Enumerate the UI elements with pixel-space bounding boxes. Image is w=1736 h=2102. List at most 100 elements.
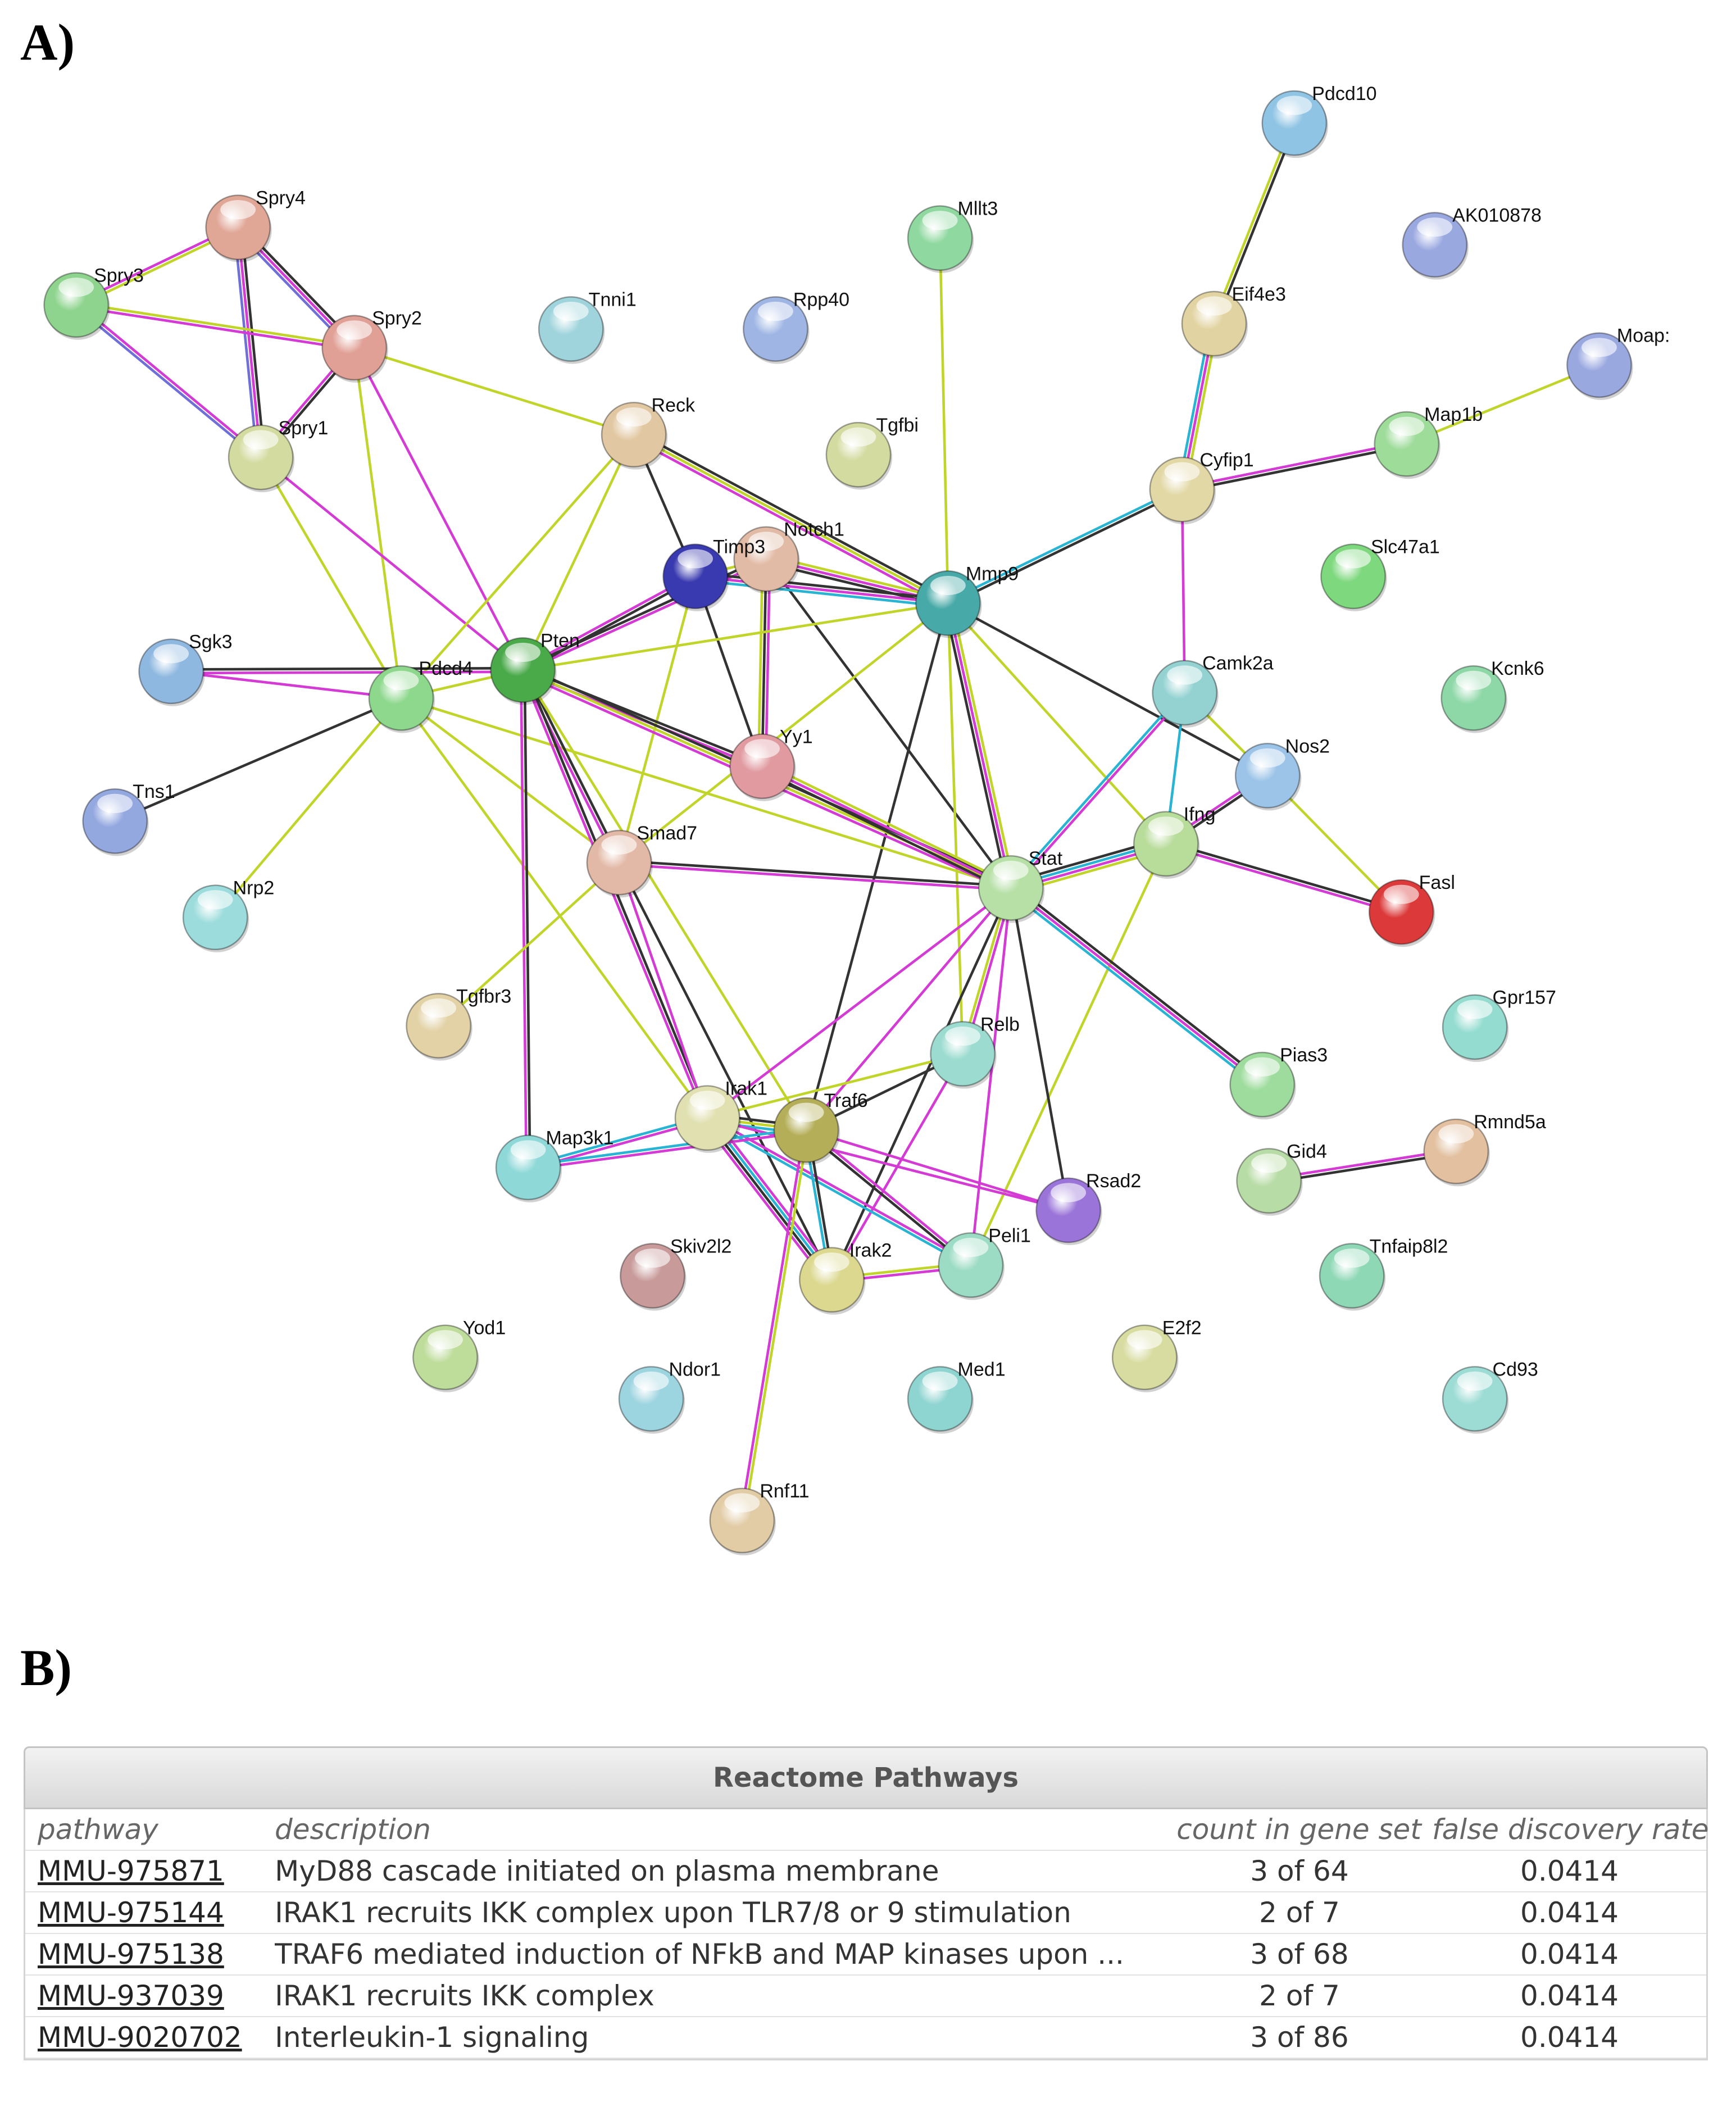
node-smad7[interactable]: Smad7 bbox=[586, 823, 697, 898]
edge-Reck-Pten bbox=[521, 434, 635, 671]
node-highlight bbox=[220, 200, 256, 220]
node-irak1[interactable]: Irak1 bbox=[674, 1078, 767, 1153]
node-pdcd4[interactable]: Pdcd4 bbox=[368, 658, 473, 733]
node-cyfip1[interactable]: Cyfip1 bbox=[1149, 450, 1254, 525]
node-stat[interactable]: Stat bbox=[978, 848, 1063, 923]
node-nos2[interactable]: Nos2 bbox=[1234, 736, 1330, 811]
edge-line bbox=[619, 859, 1011, 888]
edge-line bbox=[353, 347, 403, 698]
edge-line bbox=[947, 602, 1269, 777]
edge-Spry3-Spry1 bbox=[74, 302, 263, 460]
node-pias3[interactable]: Pias3 bbox=[1229, 1045, 1328, 1120]
edge-Mllt3-Mmp9 bbox=[938, 238, 949, 603]
edge-Mmp9-Traf6 bbox=[805, 602, 949, 1131]
node-relb[interactable]: Relb bbox=[930, 1014, 1020, 1089]
node-pten[interactable]: Pten bbox=[490, 630, 580, 705]
pathway-link[interactable]: MMU-975871 bbox=[38, 1855, 224, 1887]
node-highlight bbox=[1196, 296, 1232, 316]
node-rnf11[interactable]: Rnf11 bbox=[709, 1481, 810, 1556]
node-label: Sgk3 bbox=[189, 632, 233, 653]
node-ndor1[interactable]: Ndor1 bbox=[618, 1359, 721, 1434]
node-eif4e3[interactable]: Eif4e3 bbox=[1181, 284, 1286, 359]
node-highlight bbox=[510, 1140, 546, 1160]
edge-line bbox=[764, 559, 771, 766]
node-rmnd5a[interactable]: Rmnd5a bbox=[1423, 1111, 1546, 1187]
node-yy1[interactable]: Yy1 bbox=[729, 727, 813, 801]
node-tnfaip8l2[interactable]: Tnfaip8l2 bbox=[1319, 1236, 1448, 1311]
node-label: Kcnk6 bbox=[1491, 658, 1544, 679]
node-highlight bbox=[1148, 816, 1184, 836]
node-skiv2l2[interactable]: Skiv2l2 bbox=[620, 1236, 731, 1311]
node-med1[interactable]: Med1 bbox=[907, 1359, 1006, 1434]
edge-line bbox=[1011, 693, 1187, 891]
node-label: Tns1 bbox=[133, 781, 175, 802]
pathway-link[interactable]: MMU-975144 bbox=[38, 1896, 224, 1929]
node-label: Irak2 bbox=[849, 1240, 892, 1261]
edge-line bbox=[260, 456, 524, 671]
edge-Pdcd4-Irak1 bbox=[400, 697, 708, 1119]
node-tgfbi[interactable]: Tgfbi bbox=[825, 415, 919, 490]
edge-line bbox=[521, 573, 696, 670]
node-spry2[interactable]: Spry2 bbox=[321, 308, 422, 383]
node-moap[interactable]: Moap: bbox=[1566, 325, 1670, 400]
pathway-link[interactable]: MMU-975138 bbox=[38, 1938, 224, 1971]
node-gid4[interactable]: Gid4 bbox=[1236, 1141, 1327, 1216]
node-nrp2[interactable]: Nrp2 bbox=[182, 878, 274, 952]
node-notch1[interactable]: Notch1 bbox=[733, 519, 844, 594]
pathway-description: IRAK1 recruits IKK complex bbox=[275, 1980, 655, 2012]
edge-line bbox=[1181, 441, 1407, 489]
table-row: MMU-975138 TRAF6 mediated induction of N… bbox=[25, 1934, 1706, 1976]
node-traf6[interactable]: Traf6 bbox=[773, 1090, 868, 1165]
node-highlight bbox=[724, 1493, 760, 1513]
node-tnni1[interactable]: Tnni1 bbox=[538, 289, 637, 364]
node-camk2a[interactable]: Camk2a bbox=[1152, 653, 1274, 728]
node-ak010878[interactable]: AK010878 bbox=[1402, 205, 1542, 280]
node-label: Spry4 bbox=[256, 187, 306, 208]
node-cd93[interactable]: Cd93 bbox=[1442, 1359, 1538, 1434]
node-peli1[interactable]: Peli1 bbox=[938, 1225, 1031, 1300]
edge-Traf6-Map3k1 bbox=[528, 1127, 807, 1171]
node-pdcd10[interactable]: Pdcd10 bbox=[1261, 83, 1377, 158]
node-rpp40[interactable]: Rpp40 bbox=[743, 289, 849, 364]
edge-Stat-Pias3 bbox=[1007, 884, 1266, 1089]
edge-line bbox=[946, 487, 1182, 603]
node-map1b[interactable]: Map1b bbox=[1374, 404, 1483, 479]
node-mllt3[interactable]: Mllt3 bbox=[907, 198, 998, 273]
edge-line bbox=[631, 437, 947, 608]
pathway-link[interactable]: MMU-9020702 bbox=[38, 2021, 242, 2054]
node-rsad2[interactable]: Rsad2 bbox=[1035, 1170, 1142, 1246]
node-yod1[interactable]: Yod1 bbox=[412, 1318, 506, 1392]
node-gpr157[interactable]: Gpr157 bbox=[1442, 987, 1556, 1062]
edge-line bbox=[353, 347, 524, 671]
edge-Spry2-Pdcd4 bbox=[353, 347, 403, 698]
node-ifng[interactable]: Ifng bbox=[1133, 804, 1215, 879]
node-sgk3[interactable]: Sgk3 bbox=[138, 632, 233, 706]
node-timp3[interactable]: Timp3 bbox=[662, 537, 765, 611]
node-highlight bbox=[97, 793, 133, 814]
edge-Irak1-Peli1 bbox=[706, 1115, 972, 1268]
edge-Stat-Rsad2 bbox=[1010, 887, 1070, 1211]
node-highlight bbox=[1457, 1000, 1493, 1019]
edge-line bbox=[240, 226, 266, 457]
node-e2f2[interactable]: E2f2 bbox=[1111, 1318, 1202, 1392]
edge-Moap-Map1b bbox=[1406, 364, 1600, 446]
node-spry1[interactable]: Spry1 bbox=[228, 417, 328, 493]
node-label: Traf6 bbox=[824, 1090, 868, 1111]
node-irak2[interactable]: Irak2 bbox=[798, 1240, 892, 1315]
node-label: Cd93 bbox=[1493, 1359, 1538, 1380]
node-spry3[interactable]: Spry3 bbox=[43, 265, 144, 340]
node-map3k1[interactable]: Map3k1 bbox=[495, 1128, 614, 1202]
node-kcnk6[interactable]: Kcnk6 bbox=[1440, 658, 1544, 733]
node-spry4[interactable]: Spry4 bbox=[205, 187, 306, 262]
node-slc47a1[interactable]: Slc47a1 bbox=[1320, 537, 1440, 611]
edge-line bbox=[619, 863, 1011, 891]
edge-line bbox=[950, 602, 1016, 888]
node-fasl[interactable]: Fasl bbox=[1368, 872, 1455, 947]
node-tgfbr3[interactable]: Tgfbr3 bbox=[406, 986, 512, 1061]
pathway-link[interactable]: MMU-937039 bbox=[38, 1980, 224, 2012]
node-tns1[interactable]: Tns1 bbox=[82, 781, 175, 856]
node-highlight bbox=[1457, 1371, 1493, 1391]
node-label: Pten bbox=[540, 630, 580, 651]
node-reck[interactable]: Reck bbox=[601, 394, 696, 470]
node-mmp9[interactable]: Mmp9 bbox=[915, 563, 1019, 638]
